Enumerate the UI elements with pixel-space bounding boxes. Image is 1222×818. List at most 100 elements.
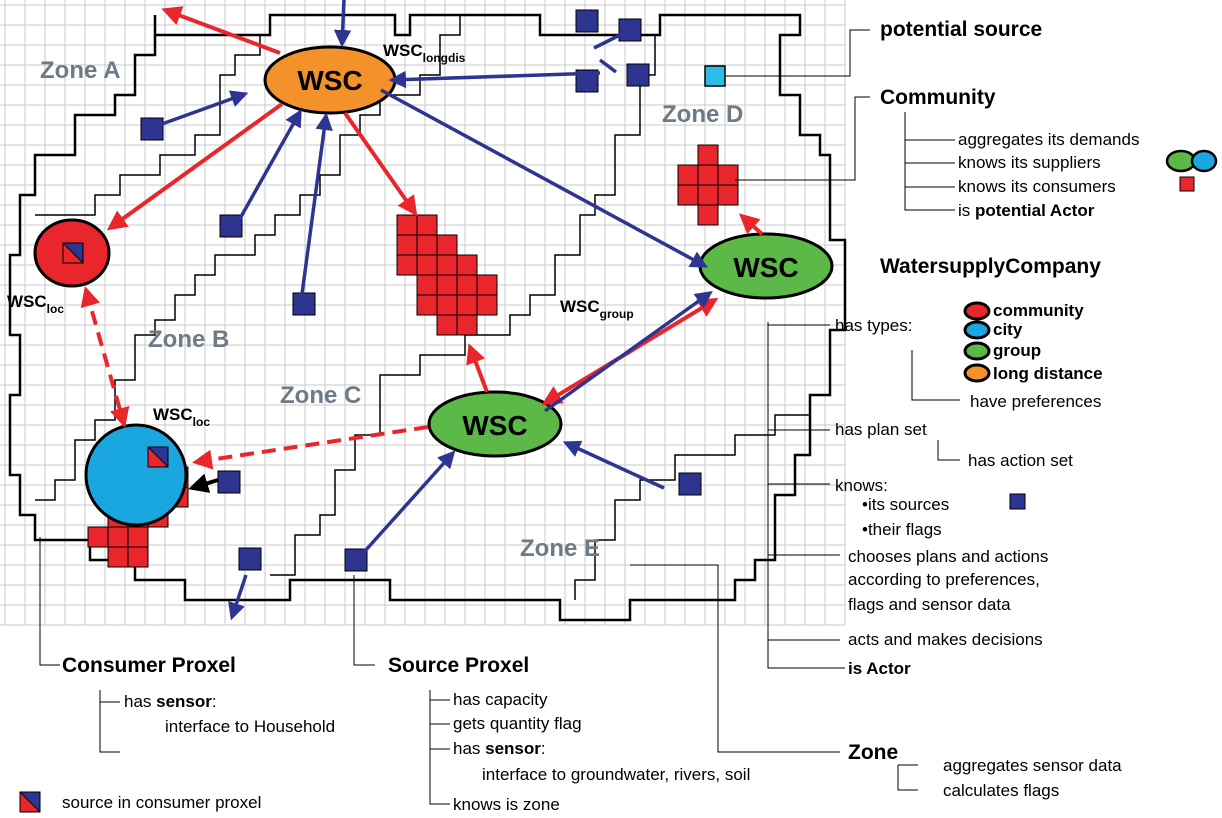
consumer-proxel	[416, 214, 438, 236]
consumer-proxel	[456, 294, 478, 316]
zone-b-label: Zone B	[148, 326, 229, 353]
wsc-loc-bottom-text: WSCloc	[153, 405, 210, 429]
consumer-red-icon	[1179, 176, 1195, 192]
zone-aggregates: aggregates sensor data	[943, 756, 1122, 775]
consumer-proxel	[677, 164, 699, 186]
consumer-proxel	[697, 204, 719, 226]
type-city: city	[993, 320, 1023, 339]
consumer-proxel	[396, 214, 418, 236]
consumer-proxel	[416, 294, 438, 316]
consumer-proxel	[476, 274, 498, 296]
consumer-proxel	[127, 546, 149, 568]
wsc-its-sources: •its sources	[862, 495, 949, 514]
wsc-chooses-2: according to preferences,	[848, 570, 1040, 589]
zone-e-label: Zone E	[520, 535, 600, 562]
proxel-grid	[0, 0, 846, 626]
consumer-proxel	[396, 254, 418, 276]
source-proxel	[344, 548, 368, 572]
type-community: community	[993, 301, 1084, 320]
consumer-proxel	[436, 254, 458, 276]
wsc-loc-city-node	[84, 423, 188, 527]
zone-a-label: Zone A	[40, 57, 120, 84]
potential-source-proxel	[704, 65, 726, 87]
consumer-proxel	[436, 314, 458, 336]
consumer-proxel	[416, 254, 438, 276]
source-proxel	[575, 9, 599, 33]
zone-c-label: Zone C	[280, 382, 361, 409]
wsc-longdis-label: WSC	[297, 65, 362, 96]
wsc-center-node	[427, 390, 563, 458]
potential-source-title: potential source	[880, 18, 1042, 41]
wsc-their-flags: •their flags	[862, 520, 942, 539]
type-long-distance-icon	[963, 363, 991, 383]
consumer-proxel	[107, 526, 129, 548]
wsc-loc-left-text: WSCloc	[7, 292, 64, 316]
consumer-proxel	[476, 294, 498, 316]
wsc-sub-labels: WSClongdis WSCgroup WSCloc WSCloc	[7, 41, 634, 429]
source-has-capacity: has capacity	[453, 690, 548, 709]
type-group-icon	[963, 341, 991, 361]
wsc-company-title: WatersupplyCompany	[880, 255, 1101, 278]
wsc-has-types: has types:	[835, 316, 913, 335]
wsc-acts: acts and makes decisions	[848, 630, 1043, 649]
source-gets-flag: gets quantity flag	[453, 714, 582, 733]
community-item-consumers: knows its consumers	[958, 177, 1116, 196]
region-outline	[8, 13, 847, 622]
mixed-proxels	[62, 242, 169, 468]
zone-labels: Zone A Zone B Zone C Zone D Zone E	[40, 57, 743, 562]
source-proxel	[292, 292, 316, 316]
consumer-proxel	[717, 164, 739, 186]
callout-lines	[39, 29, 960, 805]
consumer-proxel	[697, 164, 719, 186]
boundary-ce	[574, 414, 810, 600]
wsc-has-action-set: has action set	[968, 451, 1073, 470]
community-title: Community	[880, 86, 996, 109]
consumer-proxel	[436, 274, 458, 296]
consumer-proxel	[107, 546, 129, 568]
blue-arrows	[161, 0, 713, 621]
consumer-proxel	[436, 234, 458, 256]
source-proxel-title: Source Proxel	[388, 654, 529, 677]
boundary-ab	[35, 35, 261, 216]
consumer-proxel	[87, 526, 109, 548]
consumer-proxel	[416, 274, 438, 296]
arrow-black	[188, 473, 219, 493]
wsc-has-plan-set: has plan set	[835, 420, 927, 439]
wsc-knows: knows:	[835, 476, 888, 495]
zone-d-label: Zone D	[662, 101, 743, 128]
source-proxel	[217, 470, 241, 494]
arrow-wsc-to-offmap	[161, 6, 281, 55]
consumer-interface: interface to Household	[165, 717, 335, 736]
zone-callout-title: Zone	[848, 741, 898, 764]
wsc-group-text: WSCgroup	[560, 297, 634, 321]
source-proxel	[140, 117, 164, 141]
source-knows-zone: knows is zone	[453, 795, 560, 814]
wsc-have-preferences: have preferences	[970, 392, 1101, 411]
arrow-wsc-to-loc	[106, 102, 284, 231]
legend: source in consumer proxel	[19, 791, 261, 813]
wsc-is-actor: is Actor	[848, 659, 911, 678]
type-city-icon	[963, 320, 991, 340]
wsc-group-label: WSC	[733, 252, 798, 283]
wsc-chooses-3: flags and sensor data	[848, 595, 1011, 614]
consumer-proxel	[127, 526, 149, 548]
boundary-cd	[270, 35, 656, 576]
consumer-proxel	[396, 234, 418, 256]
type-long-distance: long distance	[993, 364, 1103, 383]
arrow-center-to-consumers	[466, 343, 489, 393]
arrow-center-to-city-dashed	[192, 425, 429, 470]
consumer-proxel	[717, 184, 739, 206]
arrow-loc-dashed	[80, 286, 130, 428]
arrow-wsc-to-community	[739, 213, 764, 236]
consumer-proxel	[416, 234, 438, 256]
community-item-suppliers: knows its suppliers	[958, 153, 1101, 172]
source-proxel	[626, 63, 650, 87]
consumer-proxel	[697, 184, 719, 206]
type-community-icon	[963, 301, 991, 321]
community-item-demands: aggregates its demands	[958, 130, 1139, 149]
source-proxel	[678, 472, 702, 496]
consumer-proxel	[456, 314, 478, 336]
source-proxel	[238, 547, 262, 571]
type-group: group	[993, 341, 1041, 360]
